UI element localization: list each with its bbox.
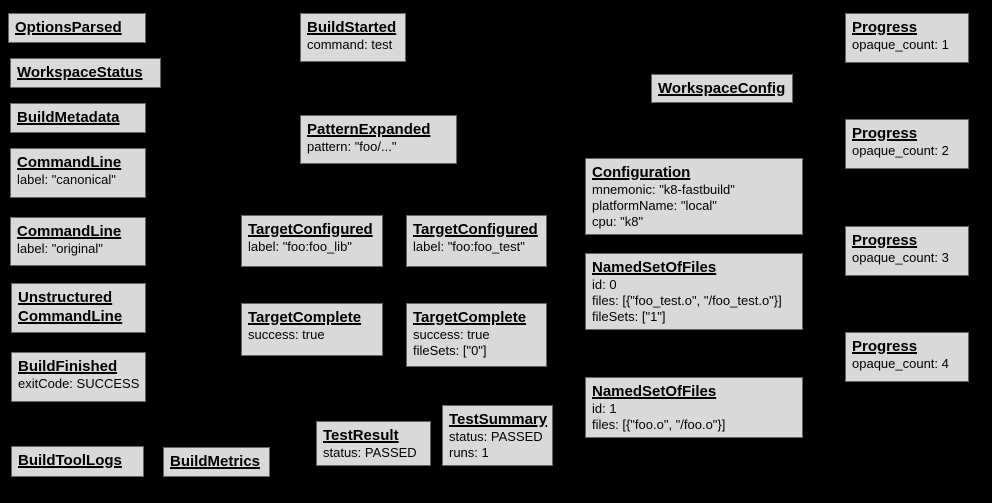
event-box-pattern-expanded: PatternExpanded pattern: "foo/..." — [300, 115, 457, 164]
event-title: BuildToolLogs — [18, 452, 122, 469]
event-title: Configuration — [592, 164, 691, 181]
event-box-command-line-original: CommandLine label: "original" — [10, 217, 146, 266]
event-box-build-finished: BuildFinished exitCode: SUCCESS — [11, 352, 146, 402]
event-field: runs: 1 — [449, 445, 489, 460]
event-box-target-complete-lib: TargetComplete success: true — [241, 303, 383, 356]
event-field: label: "original" — [17, 241, 103, 256]
event-title: Unstructured CommandLine — [18, 289, 123, 325]
event-title: BuildMetadata — [17, 109, 120, 126]
event-title: BuildMetrics — [170, 453, 261, 470]
event-title: TargetComplete — [413, 309, 527, 326]
event-field: files: [{"foo.o", "/foo.o"}] — [592, 417, 726, 432]
event-title: TargetComplete — [248, 309, 362, 326]
event-box-build-tool-logs: BuildToolLogs — [11, 446, 144, 477]
event-title: TargetConfigured — [248, 221, 373, 238]
event-field: success: true — [248, 327, 325, 342]
event-box-build-metadata: BuildMetadata — [10, 103, 146, 133]
event-box-workspace-config: WorkspaceConfig — [651, 74, 793, 103]
event-box-target-configured-foo-test: TargetConfigured label: "foo:foo_test" — [406, 215, 547, 267]
event-field: exitCode: SUCCESS — [18, 376, 140, 391]
event-title: CommandLine — [17, 223, 122, 240]
event-field: opaque_count: 4 — [852, 356, 949, 371]
event-box-progress-1: Progress opaque_count: 1 — [845, 13, 969, 63]
event-box-named-set-of-files-1: NamedSetOfFiles id: 1 files: [{"foo.o", … — [585, 377, 803, 438]
event-field: label: "canonical" — [17, 172, 116, 187]
event-box-configuration: Configuration mnemonic: "k8-fastbuild" p… — [585, 158, 803, 235]
event-title: NamedSetOfFiles — [592, 383, 717, 400]
event-title: WorkspaceStatus — [17, 64, 143, 81]
event-box-progress-4: Progress opaque_count: 4 — [845, 332, 969, 382]
event-field: id: 0 — [592, 277, 617, 292]
event-field: opaque_count: 1 — [852, 37, 949, 52]
event-box-build-started: BuildStarted command: test — [300, 13, 406, 62]
event-box-target-complete-test: TargetComplete success: true fileSets: [… — [406, 303, 547, 367]
event-title: CommandLine — [17, 154, 122, 171]
event-field: opaque_count: 3 — [852, 250, 949, 265]
event-box-progress-2: Progress opaque_count: 2 — [845, 119, 969, 169]
event-title: Progress — [852, 125, 918, 142]
event-title: OptionsParsed — [15, 19, 122, 36]
event-box-target-configured-foo-lib: TargetConfigured label: "foo:foo_lib" — [241, 215, 383, 267]
event-box-test-result: TestResult status: PASSED — [316, 421, 431, 466]
event-box-command-line-canonical: CommandLine label: "canonical" — [10, 148, 146, 198]
event-box-named-set-of-files-0: NamedSetOfFiles id: 0 files: [{"foo_test… — [585, 253, 803, 330]
event-title: NamedSetOfFiles — [592, 259, 717, 276]
event-field: pattern: "foo/..." — [307, 139, 397, 154]
event-title: BuildStarted — [307, 19, 397, 36]
event-title: BuildFinished — [18, 358, 118, 375]
event-field: cpu: "k8" — [592, 214, 644, 229]
event-title: PatternExpanded — [307, 121, 431, 138]
event-box-build-metrics: BuildMetrics — [163, 447, 270, 477]
event-title: Progress — [852, 19, 918, 36]
event-field: opaque_count: 2 — [852, 143, 949, 158]
event-field: mnemonic: "k8-fastbuild" — [592, 182, 735, 197]
event-title: TestSummary — [449, 411, 548, 428]
event-field: files: [{"foo_test.o", "/foo_test.o"}] — [592, 293, 782, 308]
event-title: TargetConfigured — [413, 221, 538, 238]
event-title: TestResult — [323, 427, 399, 444]
event-field: label: "foo:foo_test" — [413, 239, 525, 254]
event-field: id: 1 — [592, 401, 617, 416]
event-box-progress-3: Progress opaque_count: 3 — [845, 226, 969, 276]
event-box-options-parsed: OptionsParsed — [8, 13, 146, 43]
event-title: WorkspaceConfig — [658, 80, 786, 97]
event-field: label: "foo:foo_lib" — [248, 239, 352, 254]
event-box-unstructured-command-line: Unstructured CommandLine — [11, 283, 146, 333]
event-field: command: test — [307, 37, 393, 52]
event-field: success: true — [413, 327, 490, 342]
event-field: platformName: "local" — [592, 198, 717, 213]
event-field: fileSets: ["1"] — [592, 309, 666, 324]
event-field: status: PASSED — [323, 445, 417, 460]
event-box-test-summary: TestSummary status: PASSED runs: 1 — [442, 405, 553, 466]
event-title: Progress — [852, 338, 918, 355]
event-box-workspace-status: WorkspaceStatus — [10, 58, 161, 88]
event-field: fileSets: ["0"] — [413, 343, 487, 358]
event-field: status: PASSED — [449, 429, 543, 444]
event-title: Progress — [852, 232, 918, 249]
